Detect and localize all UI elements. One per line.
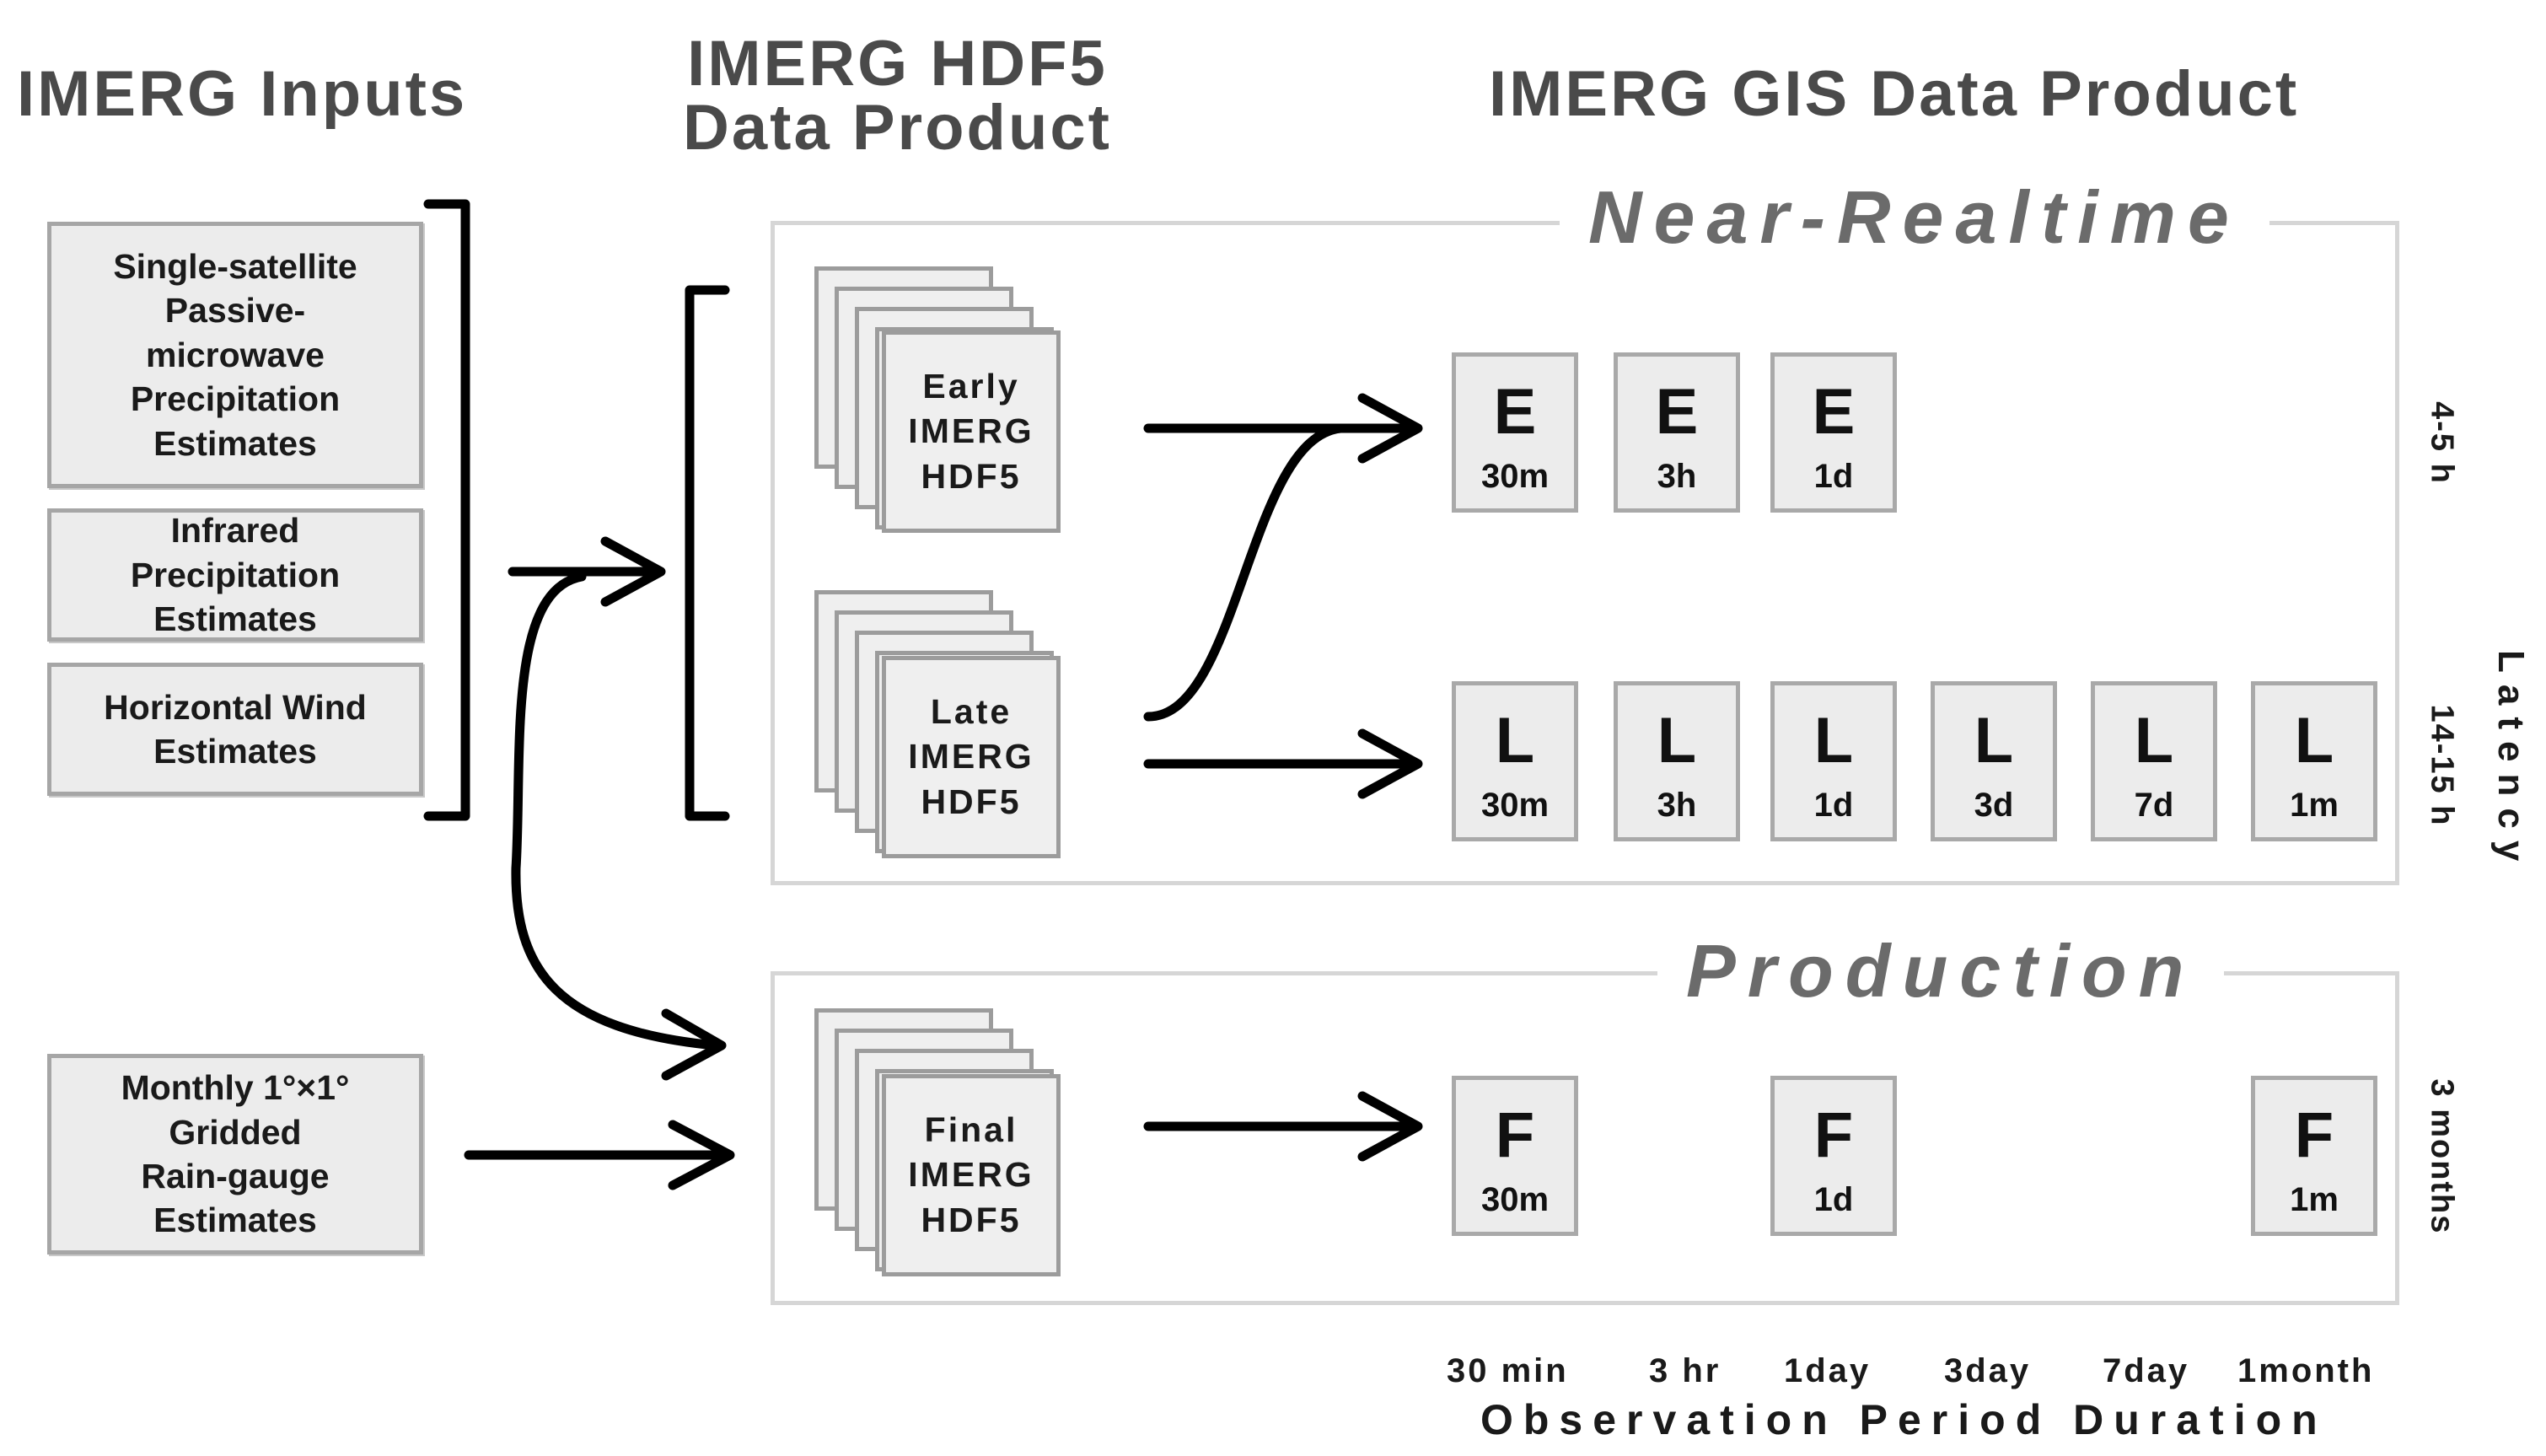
- input-gauge-line: Rain-gauge: [141, 1157, 330, 1195]
- tile-late-7d: L 7d: [2091, 681, 2217, 841]
- axis-tick-1day: 1day: [1784, 1352, 1872, 1389]
- tile-final-30m: F 30m: [1452, 1076, 1578, 1236]
- tile-letter: L: [1813, 705, 1854, 776]
- arrowhead-gauge: [668, 1120, 735, 1190]
- late-hdf5-line: IMERG: [908, 737, 1034, 776]
- tile-duration: 1m: [2290, 787, 2339, 824]
- late-imerg-hdf5: Late IMERG HDF5: [882, 656, 1061, 858]
- panel-title-production: Production: [1657, 934, 2225, 1008]
- tile-early-3h: E 3h: [1614, 352, 1740, 513]
- tile-late-30m: L 30m: [1452, 681, 1578, 841]
- axis-tick-1month: 1month: [2237, 1352, 2375, 1389]
- heading-imerg-inputs-text: IMERG Inputs: [17, 58, 468, 130]
- tile-letter: E: [1655, 376, 1699, 448]
- arrowhead-final: [1357, 1091, 1423, 1162]
- tile-letter: E: [1493, 376, 1537, 448]
- tile-duration: 30m: [1480, 787, 1550, 824]
- tile-letter: L: [2294, 705, 2334, 776]
- input-gauge-line: Gridded: [169, 1112, 302, 1152]
- tile-duration: 1m: [2290, 1181, 2339, 1218]
- hdf5-bracket: [685, 285, 730, 821]
- tile-duration: 1d: [1813, 787, 1854, 824]
- input-ir-line: Estimates: [153, 599, 317, 639]
- early-hdf5-line: Early: [922, 367, 1020, 406]
- tile-late-3d: L 3d: [1931, 681, 2057, 841]
- early-hdf5-line: IMERG: [908, 411, 1034, 451]
- inputs-bracket: [423, 199, 470, 821]
- heading-imerg-hdf5-line1: IMERG HDF5: [687, 28, 1108, 99]
- arrowhead-to-hdf5: [600, 536, 666, 607]
- tile-late-3h: L 3h: [1614, 681, 1740, 841]
- arrow-late-to-early: [1143, 423, 1346, 722]
- axis-tick-3day: 3day: [1944, 1352, 2032, 1389]
- final-hdf5-line: IMERG: [908, 1155, 1034, 1195]
- axis-tick-3hr: 3 hr: [1649, 1352, 1722, 1389]
- input-pm-line: Passive-: [164, 291, 306, 330]
- observation-axis-title: Observation Period Duration: [1480, 1396, 2328, 1443]
- heading-imerg-inputs: IMERG Inputs: [17, 62, 467, 126]
- input-pm-line: Single-satellite: [113, 246, 357, 286]
- input-wind-line: Estimates: [153, 732, 317, 771]
- input-ir-line: Infrared: [170, 511, 300, 551]
- input-pm-line: microwave: [146, 335, 325, 374]
- tile-letter: L: [1495, 705, 1535, 776]
- arrow-to-production: [511, 572, 720, 1050]
- input-passive-microwave: Single-satellite Passive- microwave Prec…: [47, 222, 423, 488]
- tile-letter: L: [2134, 705, 2174, 776]
- final-imerg-hdf5: Final IMERG HDF5: [882, 1074, 1061, 1276]
- late-hdf5-line: Late: [930, 692, 1012, 732]
- tile-early-30m: E 30m: [1452, 352, 1578, 513]
- tile-duration: 1d: [1813, 1181, 1854, 1218]
- tile-final-1d: F 1d: [1770, 1076, 1897, 1236]
- tile-letter: F: [2294, 1099, 2334, 1171]
- tile-final-1m: F 1m: [2251, 1076, 2377, 1236]
- tile-duration: 30m: [1480, 1181, 1550, 1218]
- heading-imerg-hdf5-line2: Data Product: [683, 92, 1112, 164]
- tile-duration: 3h: [1657, 787, 1697, 824]
- tile-early-1d: E 1d: [1770, 352, 1897, 513]
- tile-letter: E: [1812, 376, 1856, 448]
- input-infrared: Infrared Precipitation Estimates: [47, 508, 423, 642]
- tile-letter: F: [1813, 1099, 1854, 1171]
- panel-production: [771, 971, 2399, 1305]
- input-rain-gauge: Monthly 1°×1° Gridded Rain-gauge Estimat…: [47, 1054, 423, 1255]
- tile-duration: 7d: [2134, 787, 2174, 824]
- arrowhead-to-production: [661, 1008, 727, 1081]
- early-imerg-hdf5: Early IMERG HDF5: [882, 330, 1061, 533]
- input-horizontal-wind: Horizontal Wind Estimates: [47, 663, 423, 796]
- heading-imerg-hdf5: IMERG HDF5 Data Product: [683, 32, 1112, 160]
- tile-duration: 1d: [1813, 458, 1854, 495]
- input-gauge-line: Monthly 1°×1°: [121, 1068, 350, 1108]
- tile-duration: 30m: [1480, 458, 1550, 495]
- tile-letter: L: [1657, 705, 1697, 776]
- tile-letter: L: [1974, 705, 2014, 776]
- heading-imerg-gis-text: IMERG GIS Data Product: [1489, 58, 2300, 130]
- input-pm-line: Estimates: [153, 423, 317, 463]
- heading-imerg-gis: IMERG GIS Data Product: [1489, 62, 2299, 126]
- tile-duration: 3h: [1657, 458, 1697, 495]
- input-gauge-line: Estimates: [153, 1201, 317, 1240]
- arrowhead-early: [1357, 393, 1423, 464]
- input-ir-line: Precipitation: [130, 555, 341, 594]
- input-wind-line: Horizontal Wind: [104, 687, 367, 727]
- tile-late-1m: L 1m: [2251, 681, 2377, 841]
- final-hdf5-line: Final: [924, 1110, 1018, 1150]
- axis-tick-7day: 7day: [2103, 1352, 2190, 1389]
- tile-late-1d: L 1d: [1770, 681, 1897, 841]
- tile-duration: 3d: [1974, 787, 2014, 824]
- late-hdf5-line: HDF5: [921, 782, 1022, 821]
- input-pm-line: Precipitation: [130, 379, 341, 419]
- tile-letter: F: [1495, 1099, 1535, 1171]
- arrowhead-late: [1357, 728, 1423, 799]
- panel-title-near-realtime: Near-Realtime: [1560, 180, 2269, 255]
- axis-tick-30min: 30 min: [1447, 1352, 1569, 1389]
- early-hdf5-line: HDF5: [921, 456, 1022, 496]
- final-hdf5-line: HDF5: [921, 1200, 1022, 1239]
